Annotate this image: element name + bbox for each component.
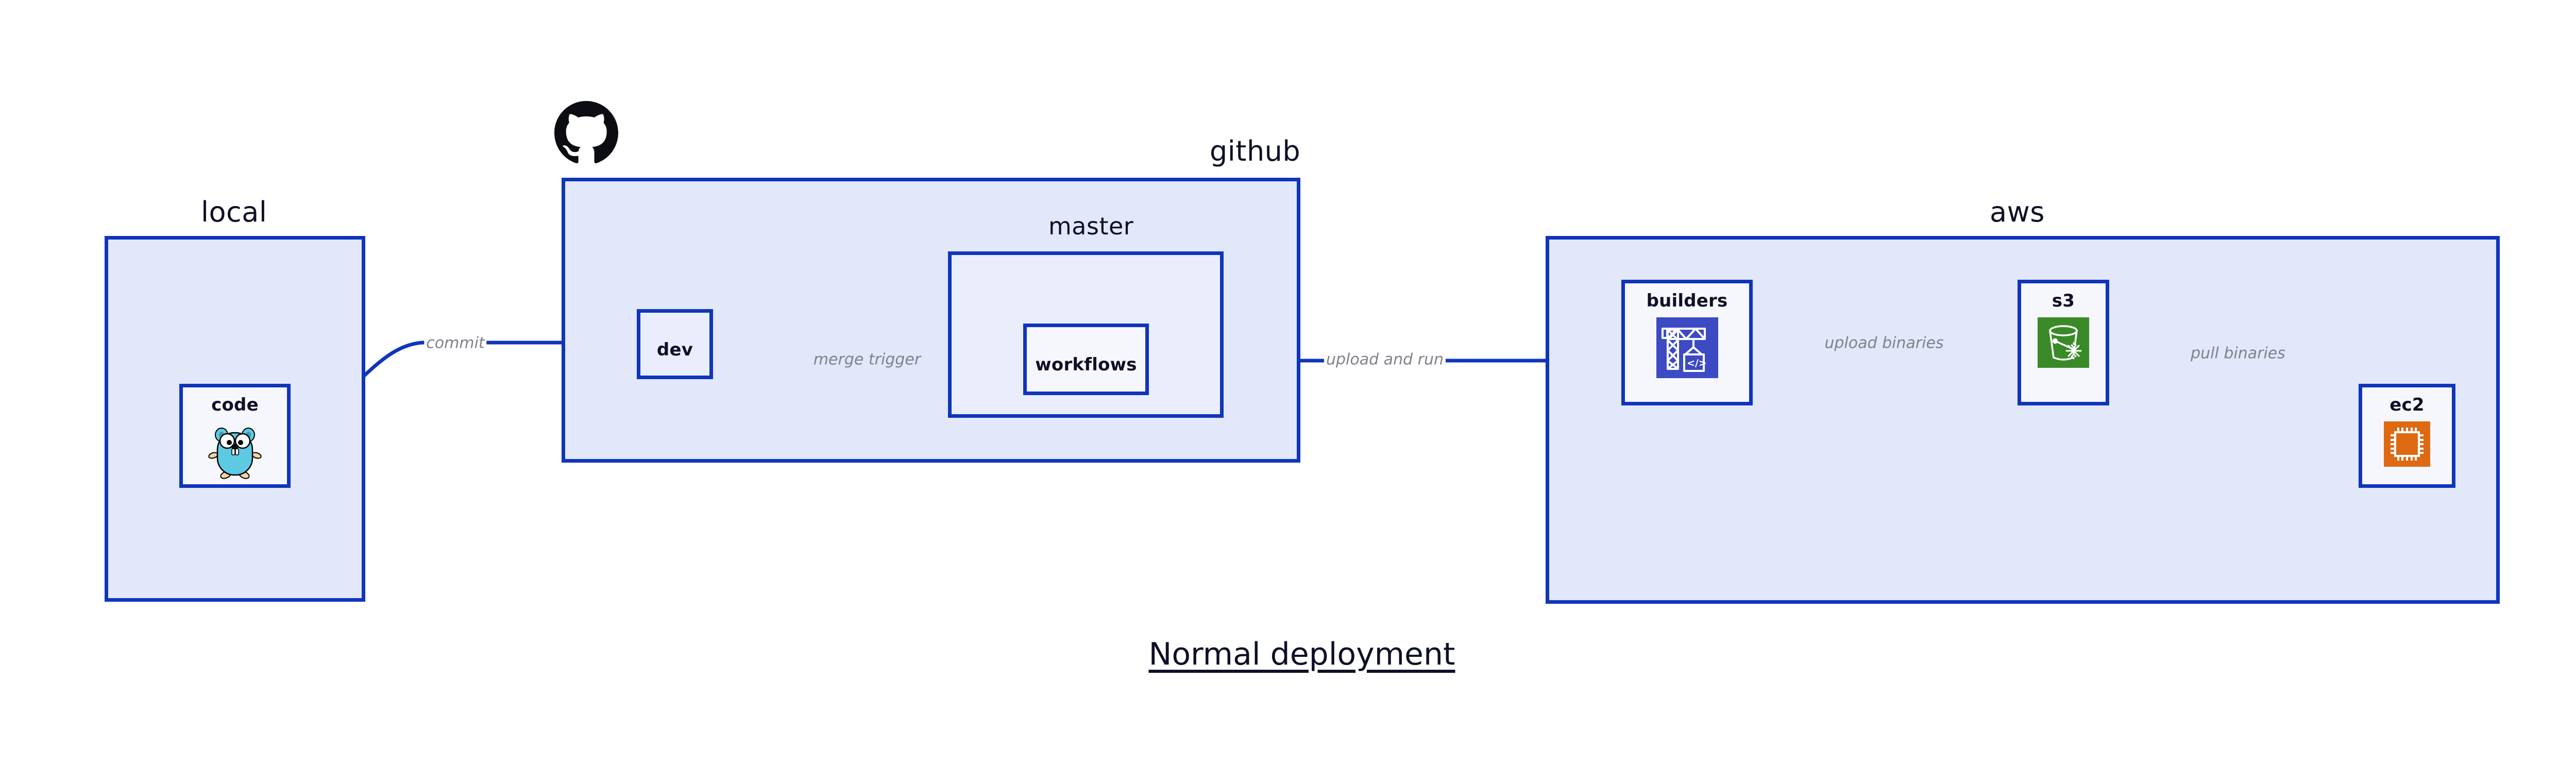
group-aws-label: aws [1990,196,2045,228]
edge-label-merge-trigger: merge trigger [811,350,923,369]
svg-text:</>: </> [1687,358,1707,369]
node-dev[interactable]: dev [637,309,713,379]
diagram-title: Normal deployment [1148,636,1455,672]
node-dev-label: dev [656,339,693,360]
go-gopher-icon [208,428,262,479]
aws-s3-glacier-icon [2038,317,2089,368]
node-s3[interactable]: s3 [2018,280,2109,405]
node-workflows-label: workflows [1035,354,1137,375]
group-master-label: master [1048,212,1134,240]
edge-label-upload-binaries: upload binaries [1822,334,1946,352]
github-octocat-icon [554,101,618,163]
edge-label-pull-binaries: pull binaries [2189,344,2287,363]
node-code[interactable]: code [179,384,291,488]
node-ec2[interactable]: ec2 [2359,384,2455,488]
node-workflows[interactable]: workflows [1023,324,1149,395]
group-github-label: github [1210,135,1301,167]
edge-label-commit: commit [424,334,487,352]
node-builders-label: builders [1646,291,1728,311]
node-ec2-label: ec2 [2389,395,2425,415]
node-code-label: code [211,395,259,415]
node-s3-label: s3 [2052,291,2075,311]
node-builders[interactable]: builders </> [1621,280,1753,405]
aws-ec2-icon [2384,421,2430,467]
group-local-label: local [201,196,267,228]
aws-codebuild-icon: </> [1656,317,1718,378]
group-local[interactable] [105,236,365,602]
edge-label-upload-and-run: upload and run [1324,350,1446,369]
